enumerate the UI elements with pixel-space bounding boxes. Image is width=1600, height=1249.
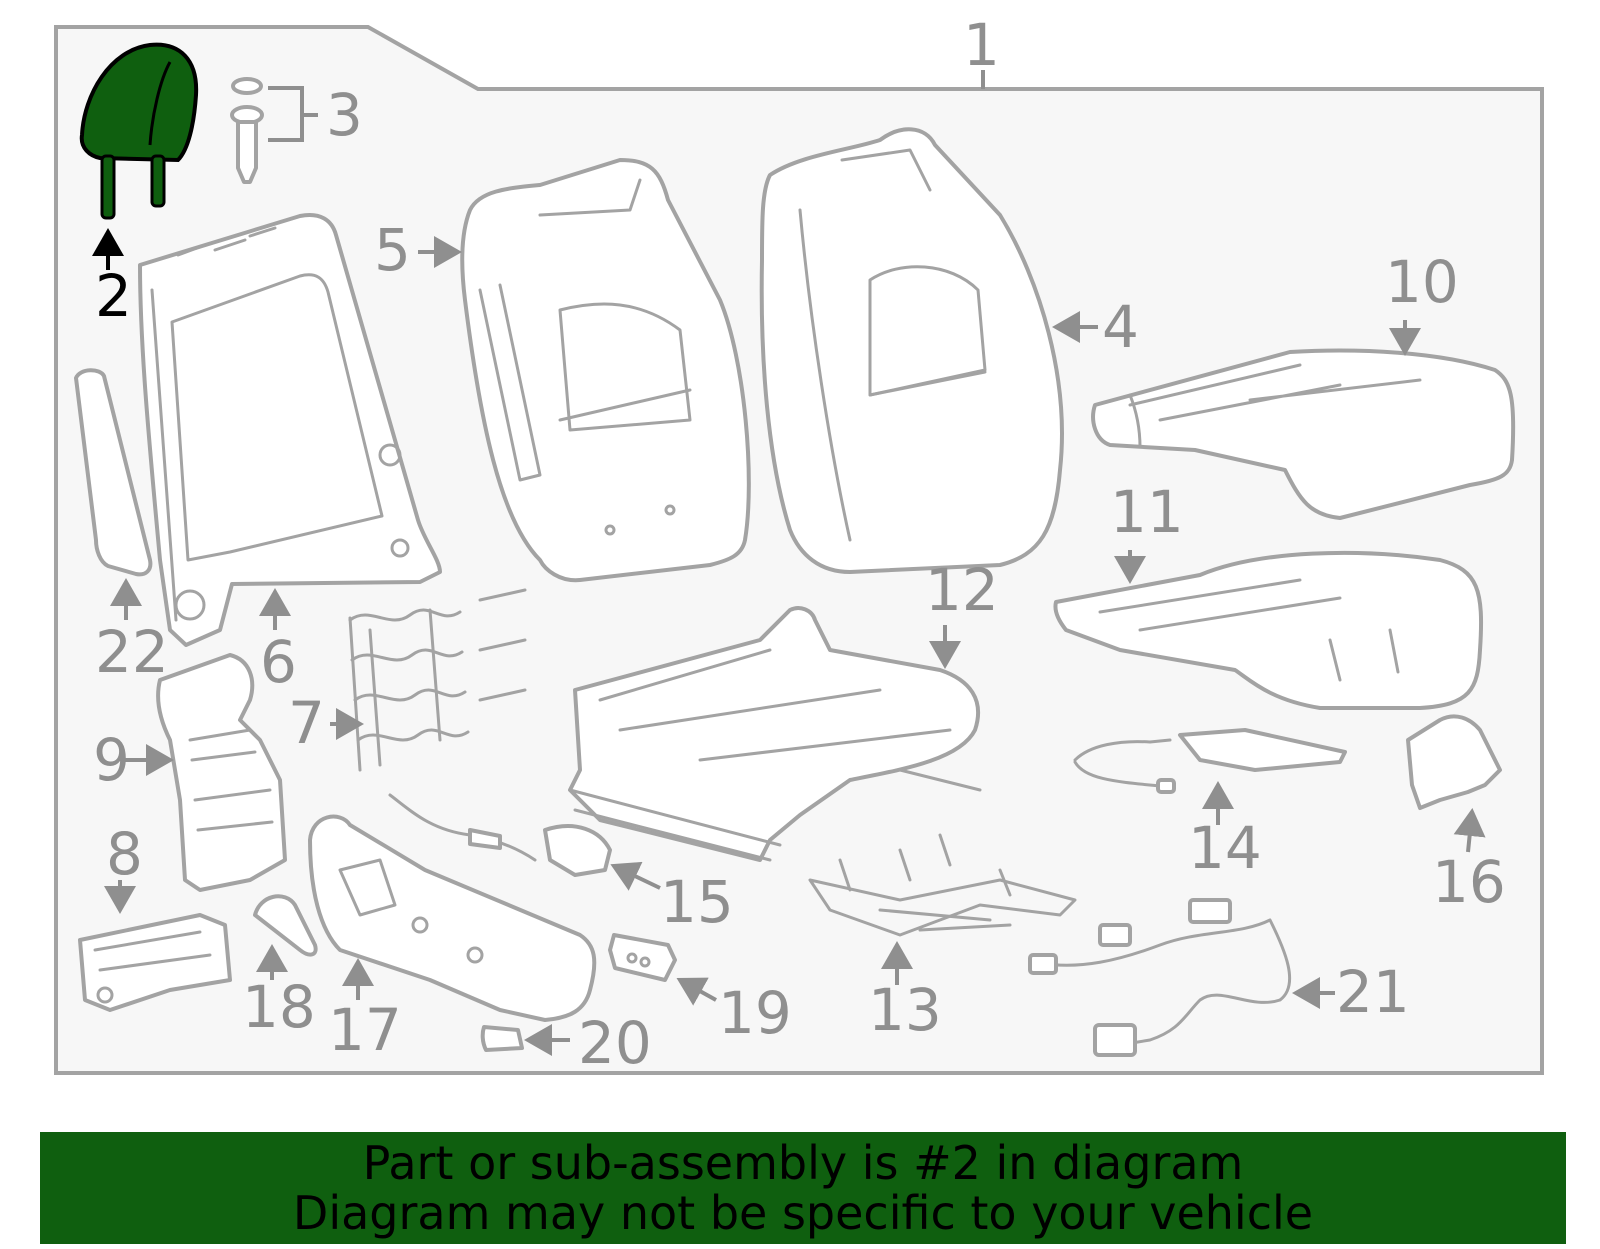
callout-7: 7	[288, 689, 325, 757]
assembly-boundary	[54, 25, 1544, 1075]
seat-parts-diagram: 1 2 3 4 5 6 7 8 9 10 11 12 13 14 15 16 1…	[54, 11, 1544, 1077]
callout-4: 4	[1102, 293, 1139, 361]
callout-22: 22	[95, 618, 169, 686]
banner-line-disclaimer: Diagram may not be specific to your vehi…	[292, 1186, 1314, 1240]
seatback-frame-part[interactable]	[138, 213, 442, 647]
wiring-harness-part[interactable]	[1028, 898, 1291, 1057]
knob-part[interactable]	[480, 1025, 524, 1052]
callout-16: 16	[1432, 848, 1506, 916]
callout-1: 1	[963, 11, 1000, 79]
seatback-cover-part[interactable]	[759, 127, 1064, 574]
back-panel-part[interactable]	[156, 653, 287, 892]
side-panel-part[interactable]	[74, 368, 153, 577]
cable-switch-part[interactable]	[388, 793, 612, 877]
callout-9: 9	[93, 726, 130, 794]
banner-line-part: Part or sub-assembly is #2 in diagram	[362, 1136, 1244, 1190]
part-info-banner: Part or sub-assembly is #2 in diagram Di…	[40, 1132, 1566, 1244]
callout-6: 6	[260, 628, 297, 696]
cushion-pad-part[interactable]	[1053, 550, 1484, 710]
callout-12: 12	[925, 556, 999, 624]
switch-part[interactable]	[608, 933, 677, 982]
callout-15: 15	[660, 868, 734, 936]
callout-8: 8	[106, 820, 143, 888]
handle-part[interactable]	[253, 894, 318, 957]
callout-10: 10	[1385, 248, 1459, 316]
callout-21: 21	[1336, 958, 1410, 1026]
seat-springs-part[interactable]	[348, 588, 527, 772]
headrest-part[interactable]	[79, 42, 199, 220]
headrest-guide-part[interactable]	[230, 77, 264, 184]
seatback-pad-part[interactable]	[460, 158, 751, 583]
control-module-part[interactable]	[78, 913, 232, 1012]
seat-adjuster-part[interactable]	[568, 606, 982, 862]
side-shield-part[interactable]	[308, 814, 597, 1022]
callout-13: 13	[868, 976, 942, 1044]
callout-17: 17	[328, 996, 402, 1064]
callout-14: 14	[1188, 814, 1262, 882]
callout-20: 20	[578, 1009, 652, 1077]
callout-5: 5	[374, 216, 411, 284]
callout-18: 18	[242, 973, 316, 1041]
callout-2[interactable]: 2	[95, 262, 132, 330]
sensor-mat-part[interactable]	[1073, 728, 1347, 794]
callout-19: 19	[718, 979, 792, 1047]
wire-frame-part[interactable]	[808, 833, 1077, 937]
trim-bracket-part[interactable]	[1406, 714, 1502, 810]
callout-11: 11	[1110, 478, 1184, 546]
callout-3: 3	[326, 81, 363, 149]
